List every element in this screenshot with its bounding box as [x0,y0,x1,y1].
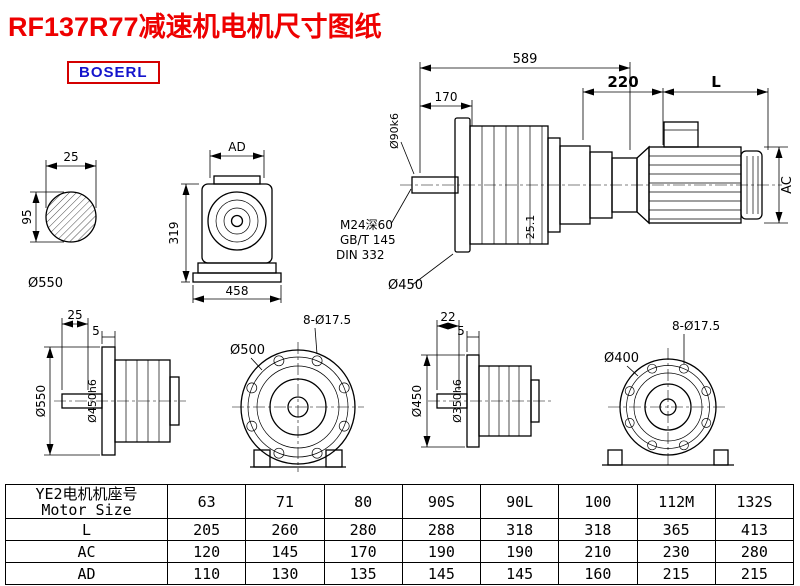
dim-5-step: 5 [92,324,100,338]
label-tap-std2: DIN 332 [336,248,384,262]
table-cell: 130 [245,562,325,585]
page-title: RF137R77减速机电机尺寸图纸 [8,12,382,42]
table-cell: 170 [323,540,403,563]
dim-key-height: 25.1 [524,215,537,240]
table-row-ad: AD 110 130 135 145 145 160 215 215 [5,562,795,585]
table-cell: 318 [479,518,560,541]
table-cell: 110 [166,562,247,585]
label-shaft-dia: Ø90k6 [388,113,401,149]
label-dia-550: Ø550 [28,276,63,291]
dim-shaft-key-height: 95 [20,209,34,224]
label-flange-dia-550: Ø550 [34,385,48,417]
table-col-71: 71 [245,484,325,519]
label-bolt-note-large: 8-Ø17.5 [303,313,351,327]
flange-front-view-small: Ø400 8-Ø17.5 [602,319,734,468]
shaft-section-view: 25 95 Ø550 [20,150,97,291]
row-label-ac: AC [5,540,168,563]
dim-shaft-key-width: 25 [63,150,78,164]
table-col-132s: 132S [714,484,795,519]
table-cell: 145 [479,562,560,585]
table-cell: 160 [558,562,638,585]
table-col-90s: 90S [401,484,482,519]
flange-side-view-small: 22 5 Ø450 Ø350h6 [410,310,552,448]
label-flange-dia-450-side: Ø450 [410,385,424,417]
row-label-l: L [5,518,168,541]
label-flange-dia-450: Ø450 [388,278,423,293]
table-header-en: Motor Size [41,500,132,519]
dim-170: 170 [435,90,458,104]
dim-ac: AC [780,176,795,194]
dim-589: 589 [513,52,538,67]
label-spigot-dia-450: Ø450h6 [86,379,99,423]
table-cell: 215 [714,562,795,585]
assembly-side-view: 589 170 Ø90k6 M24深60 GB/T 145 DIN 332 25… [336,52,795,293]
table-cell: 215 [636,562,716,585]
table-col-100: 100 [558,484,638,519]
dim-25-shaft: 25 [67,308,82,322]
table-cell: 260 [245,518,325,541]
table-cell: 413 [714,518,795,541]
dim-220: 220 [607,73,638,91]
label-spigot-dia-350: Ø350h6 [451,379,464,423]
dim-458: 458 [226,284,249,298]
table-header-row: YE2电机机座号 Motor Size 63 71 80 90S 90L 100… [5,484,795,519]
label-bolt-note-small: 8-Ø17.5 [672,319,720,333]
table-cell: 120 [166,540,247,563]
table-header-label: YE2电机机座号 Motor Size [5,484,168,519]
label-circle-dia-500: Ø500 [230,343,265,358]
dim-22-shaft: 22 [440,310,455,324]
label-circle-dia-400: Ø400 [604,351,639,366]
technical-drawing: 25 95 Ø550 AD 319 [20,52,795,472]
row-label-ad: AD [5,562,168,585]
table-cell: 280 [714,540,795,563]
table-cell: 280 [323,518,403,541]
dim-ad: AD [228,140,245,154]
dim-L: L [711,73,721,91]
table-row-l: L 205 260 280 288 318 318 365 413 [5,518,795,541]
table-col-80: 80 [323,484,403,519]
label-tap-std1: GB/T 145 [340,233,396,247]
table-cell: 145 [245,540,325,563]
flange-front-view-large: Ø500 8-Ø17.5 [230,313,364,472]
dim-319: 319 [167,222,181,245]
table-cell: 190 [401,540,482,563]
table-cell: 145 [401,562,482,585]
table-col-90l: 90L [479,484,560,519]
gearbox-front-view: AD 319 458 [167,140,282,303]
table-header-cn: YE2电机机座号 [35,484,138,503]
table-cell: 190 [479,540,560,563]
table-col-63: 63 [166,484,247,519]
table-cell: 365 [636,518,716,541]
label-tap-thread: M24深60 [340,218,393,232]
boserl-logo: BOSERL [67,61,160,84]
motor-size-table: YE2电机机座号 Motor Size 63 71 80 90S 90L 100… [5,484,795,585]
table-cell: 205 [166,518,247,541]
table-cell: 210 [558,540,638,563]
table-col-112m: 112M [636,484,716,519]
table-cell: 318 [558,518,638,541]
table-cell: 288 [401,518,482,541]
table-row-ac: AC 120 145 170 190 190 210 230 280 [5,540,795,563]
table-cell: 230 [636,540,716,563]
flange-side-view-large: 25 5 Ø550 Ø450h6 [34,308,186,456]
dim-5-step-small: 5 [457,324,465,338]
table-cell: 135 [323,562,403,585]
